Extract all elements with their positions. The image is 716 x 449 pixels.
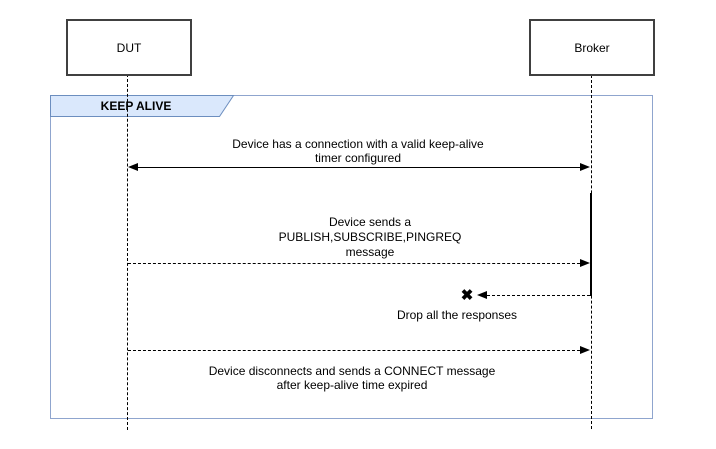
arrowhead-left-icon [128,163,138,171]
message-device-sends-text: Device sends a PUBLISH,SUBSCRIBE,PINGREQ… [278,215,462,259]
message-drop-responses-text: Drop all the responses [396,308,518,322]
dut-lifeline [127,74,128,430]
frame-label: KEEP ALIVE [100,99,172,113]
actor-broker-label: Broker [574,40,610,55]
arrowhead-left-icon [477,291,487,299]
message-drop-responses-line [487,295,590,296]
frame-label-tab [50,95,235,117]
message-device-sends-line [128,263,580,264]
arrowhead-right-icon [580,346,590,354]
message-keep-alive-configured-line [136,167,582,168]
arrowhead-right-icon [580,259,590,267]
keep-alive-frame [50,95,653,419]
actor-box-dut: DUT [66,19,192,76]
arrowhead-right-icon [580,163,590,171]
actor-dut-label: DUT [116,40,142,55]
drop-x-icon: ✖ [460,287,474,304]
message-keep-alive-configured-text: Device has a connection with a valid kee… [232,137,484,165]
broker-activation-line [590,193,592,296]
message-reconnect-text: Device disconnects and sends a CONNECT m… [208,364,496,392]
actor-box-broker: Broker [529,19,655,76]
message-reconnect-line [128,350,580,351]
